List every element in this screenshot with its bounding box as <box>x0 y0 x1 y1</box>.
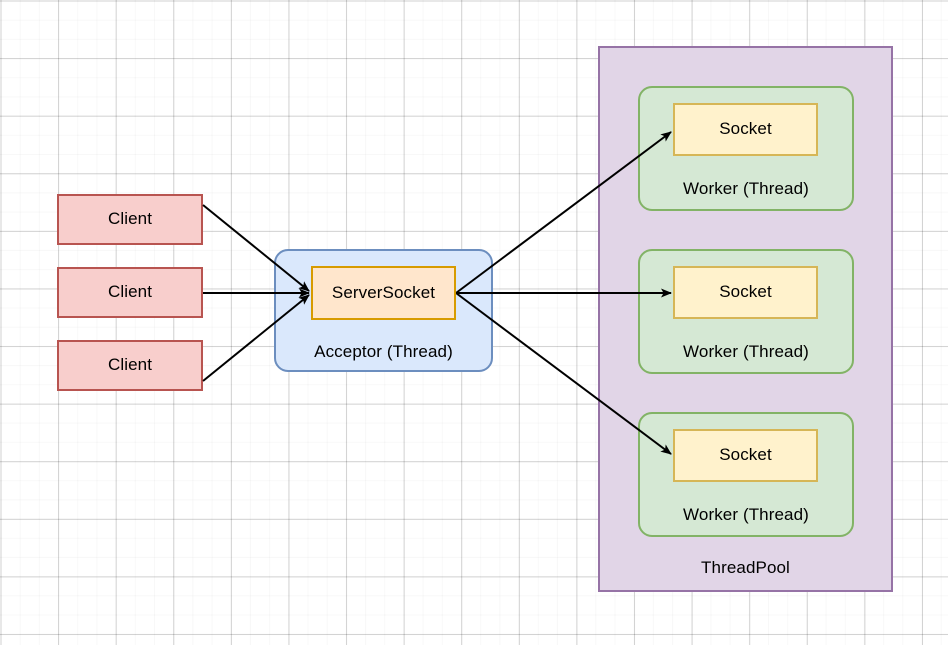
worker-container-1-label: Worker (Thread) <box>683 179 809 199</box>
client-node-2[interactable]: Client <box>57 267 203 318</box>
serversocket-node[interactable]: ServerSocket <box>311 266 456 320</box>
socket-node-3-label: Socket <box>719 445 772 465</box>
threadpool-container-label: ThreadPool <box>701 558 790 578</box>
client-node-1-label: Client <box>107 209 153 229</box>
socket-node-3[interactable]: Socket <box>673 429 818 482</box>
worker-container-3-label: Worker (Thread) <box>683 505 809 525</box>
client-node-2-label: Client <box>107 282 153 302</box>
acceptor-container-label: Acceptor (Thread) <box>314 342 453 362</box>
worker-container-2-label: Worker (Thread) <box>683 342 809 362</box>
client-node-1[interactable]: Client <box>57 194 203 245</box>
socket-node-1[interactable]: Socket <box>673 103 818 156</box>
client-node-3-label: Client <box>107 355 153 375</box>
client-node-3[interactable]: Client <box>57 340 203 391</box>
socket-node-2-label: Socket <box>719 282 772 302</box>
socket-node-2[interactable]: Socket <box>673 266 818 319</box>
serversocket-node-label: ServerSocket <box>331 282 436 302</box>
socket-node-1-label: Socket <box>719 119 772 139</box>
